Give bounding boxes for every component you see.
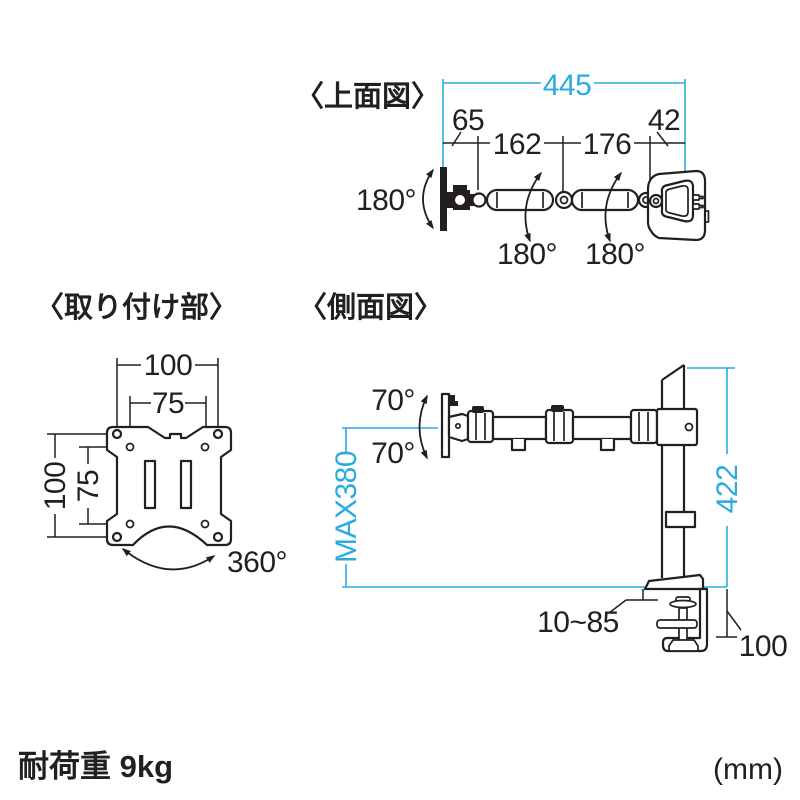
dim-width-outer-label: 100 [144,349,193,382]
vesa-hole-100 [212,531,224,543]
clamp-screw-handle [656,619,698,629]
mount-view: 〈取り付け部〉 100 75 100 75 360° [35,290,288,579]
mount-view-title: 〈取り付け部〉 [35,290,238,324]
rotate-joint1-label: 180° [497,238,557,271]
vesa-hole-100 [111,531,123,543]
vesa-hole-75 [125,519,135,529]
clamp-top-plate [643,573,705,591]
quick-release-plug-inner [664,184,689,218]
dim-head-label: 42 [648,104,680,137]
quick-release-plug-outer [660,179,695,223]
top-view-title: 〈上面図〉 [295,80,440,113]
joint1-rotation-arc [524,171,542,243]
vesa-slot [143,459,157,510]
vesa-slot [179,459,193,510]
dim-width-inner-label: 75 [152,387,184,420]
dim-arm1-label: 162 [493,128,542,161]
pole-plate-top [440,167,447,231]
vesa-hole-75 [200,442,210,452]
side-view: 〈側面図〉 70° 70° MAX380 422 10~85 100 [298,291,788,663]
dim-desk-range-label: 10~85 [537,606,619,639]
tilt-up-label: 70° [371,384,415,417]
mount-drawing [105,425,233,571]
vesa-hole-100 [212,428,224,440]
clamp-screw-disc [669,599,697,609]
top-view-drawing [422,167,710,243]
clamp-screw-knob [668,639,699,652]
arm-bar-2 [571,415,633,441]
arm-bar-1 [491,415,548,441]
top-view-dim-lines [443,131,685,191]
vesa-rotation-arc [121,548,216,571]
joint-ring-1 [471,192,487,208]
rotate-base-label: 180° [356,184,416,217]
rotate-joint2-label: 180° [585,238,645,271]
joint2-rotation-arc [604,171,622,243]
vesa-plate-outline [105,425,233,547]
vesa-hole-100 [111,428,123,440]
dim-total-width-label: 445 [543,69,592,102]
dim-max-height-label: MAX380 [330,451,363,563]
cable-hook [510,439,527,452]
cable-hook [599,439,616,452]
unit-note: (mm) [713,753,783,786]
top-view-dim-total-lines [442,79,686,186]
rotate-360-label: 360° [227,546,287,579]
bracket-screw [684,422,694,432]
tilt-down-label: 70° [371,437,415,470]
arm-joint-3 [629,408,659,445]
vesa-hole-75 [200,519,210,529]
base-rotation-arc [422,168,434,230]
dim-height-outer-label: 100 [39,462,72,511]
dim-height-inner-label: 75 [72,470,105,502]
side-drawing [418,364,709,653]
side-view-title: 〈側面図〉 [298,291,443,324]
vesa-hole-75 [125,442,135,452]
dim-arm2-label: 176 [583,128,632,161]
side-black-dim-lines [608,589,742,638]
mount-dim-lines [47,358,219,538]
pole-collar [664,510,697,529]
top-view: 〈上面図〉 445 65 162 176 42 180° 180° 180° [295,69,710,271]
tilt-arc [418,394,428,460]
dim-clamp-depth-label: 100 [739,630,788,663]
arm-joint-2 [544,408,575,445]
pole-bracket [655,407,699,447]
dim-pole-height-label: 422 [711,465,744,514]
dim-base-offset-label: 65 [452,104,484,137]
load-capacity-label: 耐荷重 9kg [18,749,173,784]
arm-joint-1 [466,409,495,444]
